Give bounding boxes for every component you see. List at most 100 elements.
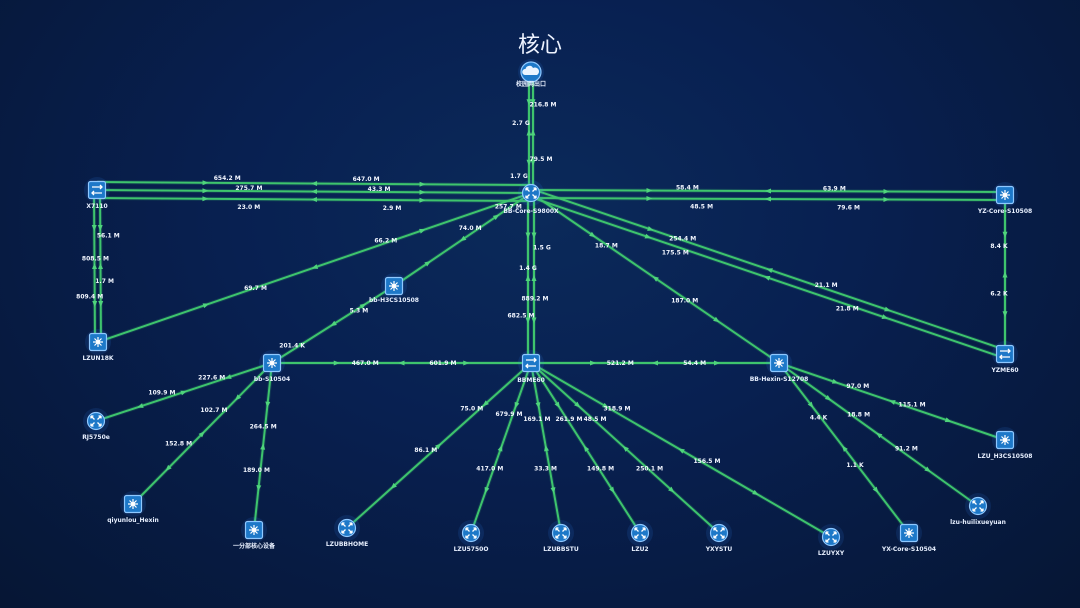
node-lzu5750[interactable]: LZU5750O [454, 520, 489, 553]
traffic-arrow-icon [1002, 271, 1008, 278]
link-traffic-label: 1.1 K [846, 462, 864, 469]
traffic-arrow-icon [92, 263, 98, 270]
node-label: YXYSTU [705, 546, 733, 553]
link-traffic-label: 169.1 M [523, 416, 550, 423]
traffic-arrow-icon [652, 360, 658, 366]
traffic-arrow-icon [644, 233, 652, 239]
node-label: YX-Core-S10504 [881, 546, 936, 553]
traffic-arrow-icon [531, 317, 537, 324]
router-icon [551, 523, 571, 543]
node-yzme60[interactable]: YZME60 [990, 341, 1019, 374]
node-yxystu[interactable]: YXYSTU [705, 520, 733, 553]
traffic-arrow-icon [424, 261, 431, 267]
traffic-arrow-icon [202, 196, 209, 202]
switch-icon [995, 344, 1015, 364]
traffic-arrow-icon [419, 189, 426, 195]
node-label: YZME60 [990, 367, 1018, 374]
node-x7110[interactable]: X7110 [84, 177, 110, 210]
node-lzuh3c[interactable]: LZU_H3CS10508 [978, 427, 1033, 460]
node-label: YZ-Core-S10508 [977, 208, 1032, 215]
traffic-arrow-icon [514, 401, 520, 409]
link-traffic-label: 109.9 M [148, 390, 175, 397]
node-qiyunlou[interactable]: qiyunlou_Hexin [107, 491, 159, 524]
traffic-arrow-icon [202, 303, 210, 309]
node-lzuyxy[interactable]: LZUYXY [818, 524, 845, 557]
core-switch-icon [262, 353, 282, 373]
traffic-arrow-icon [807, 401, 814, 408]
node-label: 一分部核心设备 [233, 542, 276, 550]
node-lzubbhome[interactable]: LZUBBHOME [326, 515, 368, 548]
traffic-arrow-icon [602, 402, 609, 409]
node-yxcore[interactable]: YX-Core-S10504 [881, 520, 936, 553]
node-label: bb-S10504 [254, 376, 290, 383]
core-switch-icon [899, 523, 919, 543]
link-traffic-label: 189.0 M [243, 467, 270, 474]
link-traffic-label: 2.7 G [512, 120, 530, 127]
link-traffic-label: 175.5 M [662, 249, 689, 256]
switch-icon [87, 180, 107, 200]
traffic-arrow-icon [91, 225, 97, 232]
link-traffic-label: 149.8 M [587, 465, 614, 472]
link-traffic-label: 74.0 M [459, 225, 482, 232]
traffic-arrow-icon [574, 401, 581, 408]
traffic-arrow-icon [97, 224, 103, 231]
traffic-arrow-icon [646, 195, 653, 201]
node-lzun18k[interactable]: LZUN18K [82, 329, 114, 362]
traffic-arrow-icon [876, 432, 883, 439]
core-switch-icon [384, 276, 404, 296]
link-traffic-label: 318.9 M [603, 406, 630, 413]
link-traffic-label: 682.5 M [507, 312, 534, 319]
link-traffic-label: 18.7 M [595, 242, 618, 249]
link-traffic-label: 75.0 M [460, 406, 483, 413]
core-switch-icon [88, 332, 108, 352]
traffic-arrow-icon [225, 374, 232, 379]
traffic-arrow-icon [260, 443, 266, 450]
node-label: LZU2 [631, 546, 648, 553]
core-switch-icon [244, 520, 264, 540]
link-traffic-label: 261.9 M [555, 416, 582, 423]
traffic-arrow-icon [889, 400, 896, 405]
traffic-arrow-icon [550, 487, 556, 494]
traffic-arrow-icon [492, 214, 500, 221]
traffic-arrow-icon [419, 181, 426, 187]
node-bbs10504[interactable]: bb-S10504 [254, 350, 290, 383]
link-traffic-label: 647.0 M [353, 176, 380, 183]
traffic-arrow-icon [256, 484, 262, 492]
traffic-arrow-icon [883, 196, 890, 202]
node-core[interactable]: BB-Core-S9800X [503, 180, 559, 215]
node-yzcore[interactable]: YZ-Core-S10508 [977, 182, 1032, 215]
link-traffic-label: 264.5 M [250, 423, 277, 430]
link-traffic-label: 275.7 M [235, 185, 262, 192]
node-rj5750e[interactable]: RJ5750e [82, 408, 110, 441]
traffic-arrow-icon [311, 264, 319, 269]
traffic-arrow-icon [647, 226, 654, 231]
link-traffic-label: 187.0 M [671, 297, 698, 304]
node-huilixue[interactable]: lzu-huilixueyuan [950, 493, 1006, 526]
node-bbh3c[interactable]: bb-H3CS10508 [369, 273, 419, 304]
link-traffic-label: 69.7 M [244, 285, 267, 292]
link-traffic-label: 1.7 M [95, 278, 114, 285]
link-traffic-label: 21.1 M [815, 282, 838, 289]
link-traffic-label: 33.3 M [534, 465, 557, 472]
traffic-arrow-icon [526, 129, 532, 136]
traffic-arrow-icon [92, 301, 98, 308]
node-bbhexin[interactable]: BB-Hexin-S12708 [750, 350, 809, 383]
router-icon [461, 523, 481, 543]
node-label: qiyunlou_Hexin [107, 517, 159, 524]
link-traffic-label: 23.0 M [237, 204, 260, 211]
node-lzubbstu[interactable]: LZUBBSTU [543, 520, 579, 553]
node-bbme60[interactable]: BBME60 [517, 350, 545, 384]
link-traffic-label: 5.3 M [350, 308, 369, 315]
node-label: BB-Core-S9800X [503, 208, 559, 215]
traffic-arrow-icon [298, 342, 306, 348]
node-lzu2[interactable]: LZU2 [627, 520, 653, 553]
traffic-arrow-icon [824, 394, 832, 401]
link-traffic-label: 2.9 M [383, 205, 402, 212]
traffic-arrow-icon [531, 275, 537, 281]
node-cloud[interactable]: 校园网出口 [516, 59, 546, 88]
traffic-arrow-icon [652, 276, 659, 282]
traffic-arrow-icon [678, 448, 685, 454]
link-traffic-label: 654.2 M [214, 175, 241, 182]
node-yifenbu[interactable]: 一分部核心设备 [233, 517, 276, 550]
